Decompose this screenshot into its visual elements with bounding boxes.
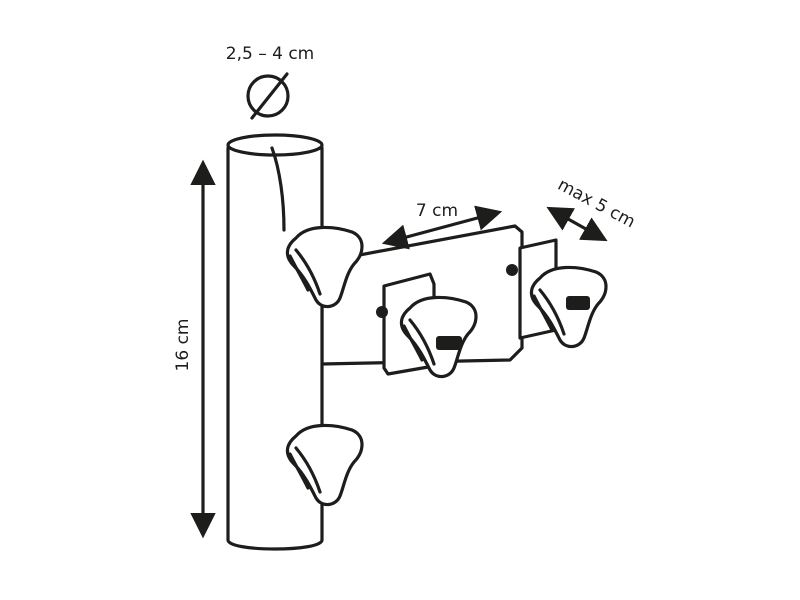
clamp-arrow: [546, 206, 608, 242]
height-label: 16 cm: [173, 319, 193, 372]
bolt-threads: [376, 264, 590, 350]
width-arrow: [381, 205, 503, 250]
diameter-label: 2,5 – 4 cm: [226, 44, 314, 64]
clamp-label: max 5 cm: [554, 175, 638, 232]
width-label: 7 cm: [416, 201, 458, 221]
diameter-icon: [246, 72, 290, 120]
